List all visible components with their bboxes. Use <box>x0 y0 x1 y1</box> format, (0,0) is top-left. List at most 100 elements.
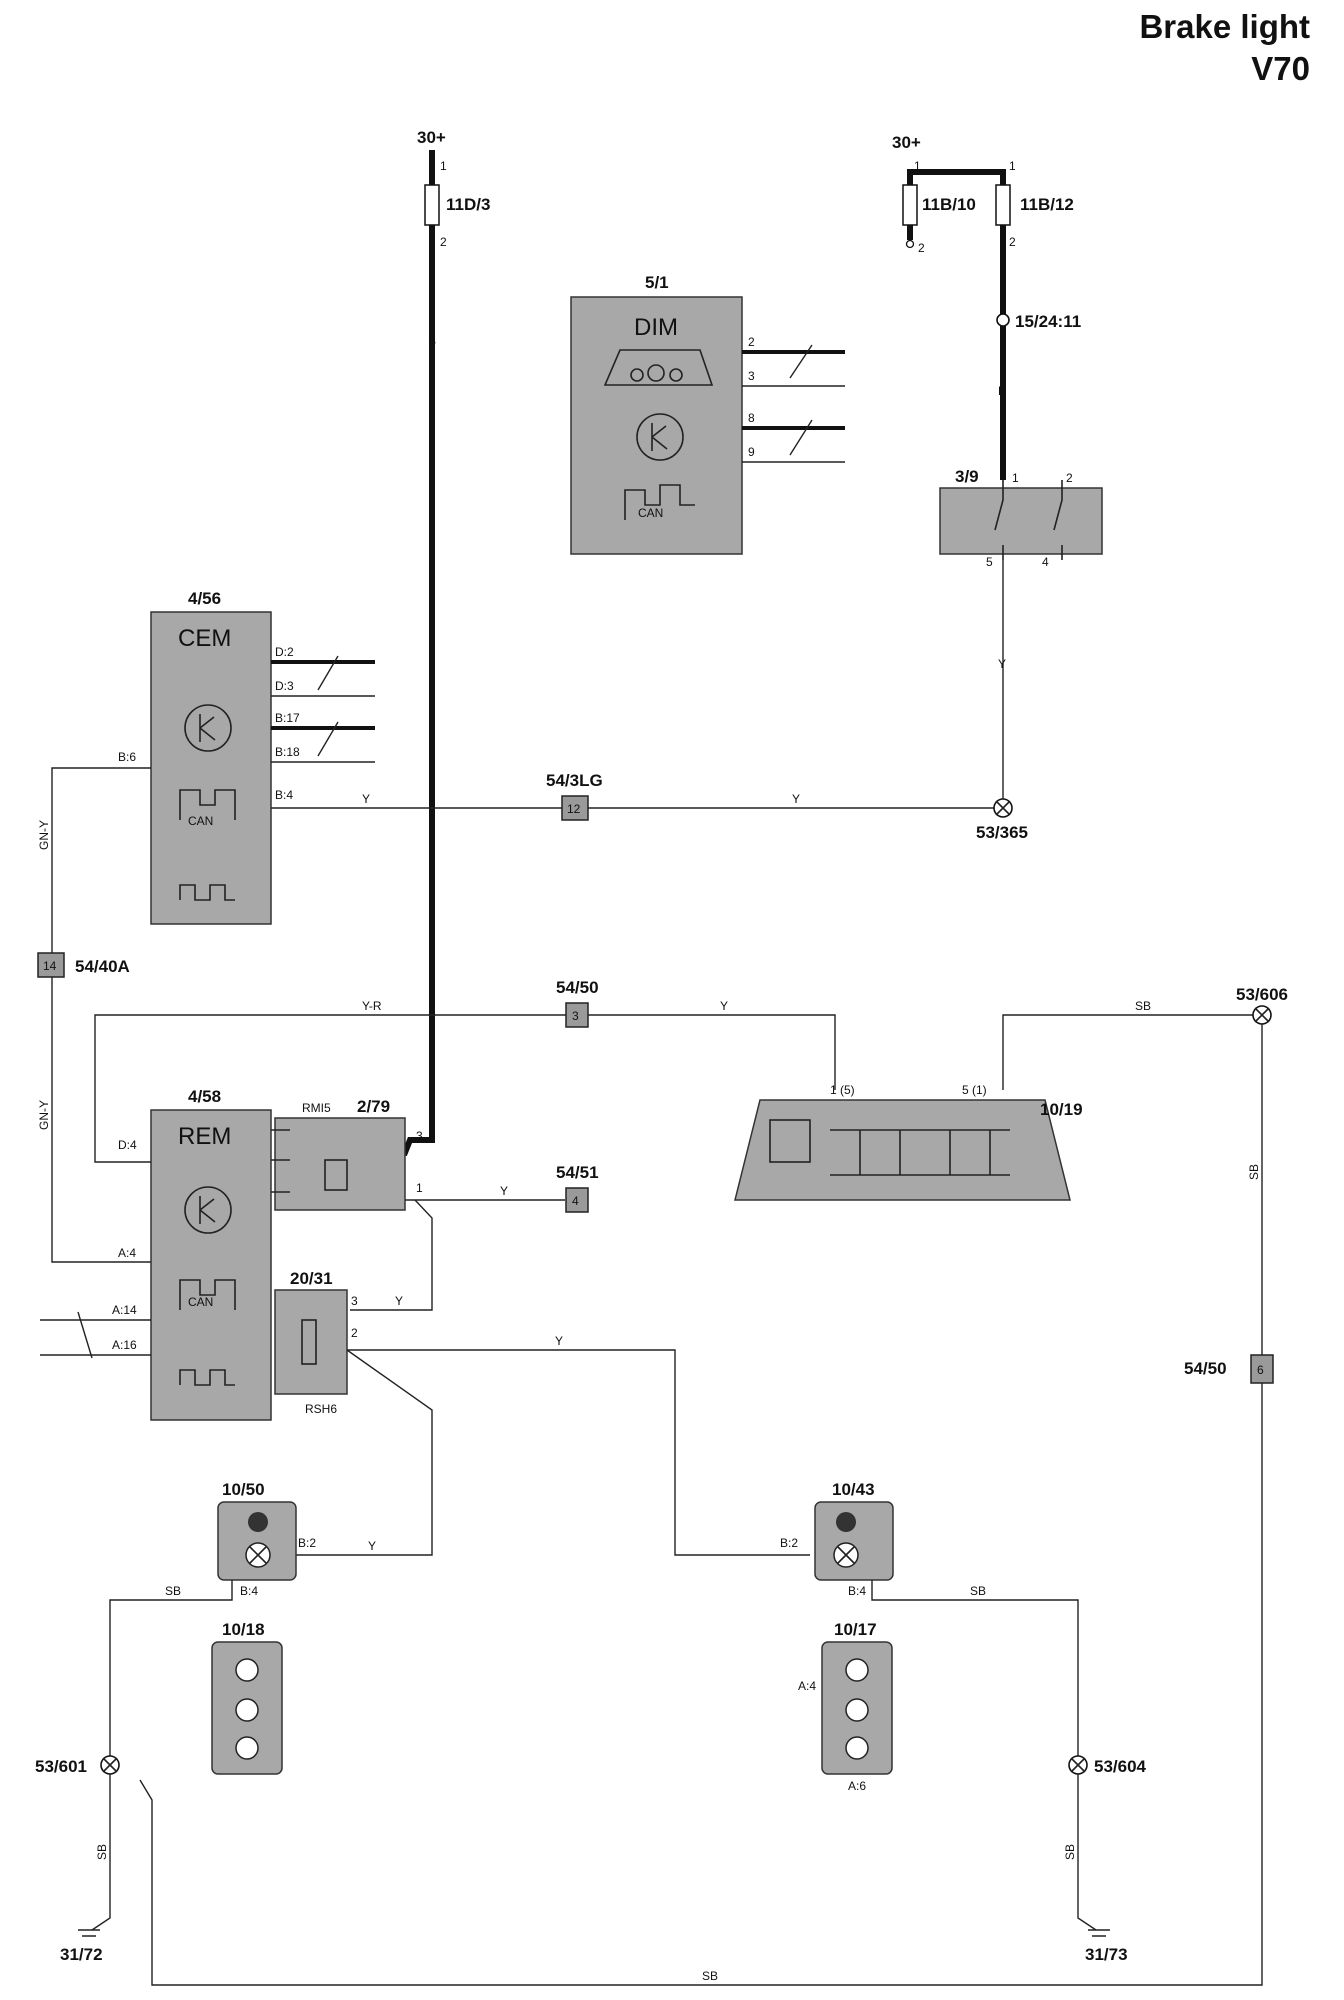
fuse-11B12-pin2: 2 <box>1009 235 1016 249</box>
lamp-10-50-pin-b4: B:4 <box>240 1584 258 1598</box>
dim-pin-8: 8 <box>748 411 755 425</box>
ground-53-601-cross <box>102 1757 118 1773</box>
fuse-11D3-symbol <box>424 184 440 226</box>
rem-id: 4/58 <box>188 1087 221 1106</box>
wire-color-sb-right: SB <box>1247 1164 1261 1180</box>
supply-wire-left <box>401 150 435 1157</box>
ground-53-365-cross <box>995 800 1011 816</box>
ground-53-604-cross <box>1070 1757 1086 1773</box>
connector-54-50-pin3-number: 3 <box>572 1009 579 1023</box>
rem-pin-a16: A:16 <box>112 1338 137 1352</box>
dim-gauge-icon <box>647 364 665 382</box>
supply-left-label: 30+ <box>417 128 446 147</box>
switch-pin-5: 5 <box>986 555 993 569</box>
ground-31-73-label: 31/73 <box>1085 1945 1128 1964</box>
fuse-11B10-pin2: 2 <box>918 241 925 255</box>
resistor-id: 20/31 <box>290 1269 333 1288</box>
high-brake-pin-1: 1 (5) <box>830 1083 855 1097</box>
rem-transistor-icon <box>199 1196 216 1224</box>
switch-pin-1: 1 <box>1012 471 1019 485</box>
diagram-title: Brake light <box>1139 8 1310 45</box>
fuse-11B10-end <box>905 239 915 249</box>
wire-color-sb-bottom: SB <box>702 1969 718 1983</box>
lamp-10-17-bulb-icon <box>845 1658 869 1682</box>
high-brake-module-icon <box>769 1119 811 1163</box>
wire-relay-to-resistor <box>350 1199 433 1311</box>
wire-resistor-to-10-43 <box>347 1349 810 1556</box>
diagram-model: V70 <box>1251 50 1310 87</box>
high-brake-pin-5: 5 (1) <box>962 1083 987 1097</box>
ground-31-72-symbol <box>78 1929 100 1937</box>
wire-color-y-switch: Y <box>998 657 1006 671</box>
relay-input-wires <box>271 1129 290 1193</box>
cem-pin-d3: D:3 <box>275 679 294 693</box>
wire-53-604-to-31-73 <box>1077 1774 1097 1931</box>
switch-pin-4: 4 <box>1042 555 1049 569</box>
connector-54-51-label: 54/51 <box>556 1163 599 1182</box>
lamp-10-50-bulb-cross <box>249 1546 267 1564</box>
dim-display-icon <box>603 349 714 386</box>
wire-color-yr: Y-R <box>362 999 382 1013</box>
wire-color-b-right: B <box>998 384 1006 398</box>
rem-module <box>150 1109 272 1421</box>
lamp-10-50-bulb-icon <box>248 1512 268 1532</box>
relay-pin-3: 3 <box>416 1129 423 1143</box>
brake-switch-3-9 <box>939 487 1103 555</box>
lamp-10-18-bulb-icon <box>235 1658 259 1682</box>
dim-id: 5/1 <box>645 273 669 292</box>
brake-switch-id: 3/9 <box>955 467 979 486</box>
wire-color-y-mid: Y <box>792 792 800 806</box>
ground-31-72-label: 31/72 <box>60 1945 103 1964</box>
rear-lamp-10-50 <box>217 1501 297 1581</box>
connector-54-40a <box>37 952 65 978</box>
resistor-pin-3: 3 <box>351 1294 358 1308</box>
dim-can-icon <box>624 484 695 520</box>
lamp-10-43-bulb-icon <box>836 1512 856 1532</box>
resistor-icon <box>301 1319 317 1365</box>
relay-id: 2/79 <box>357 1097 390 1116</box>
connector-54-3lg-pin: 12 <box>567 802 581 816</box>
rem-pin-a4: A:4 <box>118 1246 136 1260</box>
high-brake-led-array <box>830 1129 1010 1176</box>
high-brake-id: 10/19 <box>1040 1100 1083 1119</box>
wire-color-b-left: B <box>428 334 436 348</box>
high-mounted-brake-light <box>734 1099 1071 1201</box>
wire-color-sb-left: SB <box>165 1584 181 1598</box>
ground-31-73-symbol <box>1088 1929 1110 1937</box>
lamp-10-17-bulb-icon <box>845 1698 869 1722</box>
cem-can-label: CAN <box>188 814 213 828</box>
connector-54-40a-pin: 14 <box>43 959 57 973</box>
relay-coil-icon <box>324 1159 348 1191</box>
rem-name: REM <box>178 1123 231 1150</box>
cem-pin-b18: B:18 <box>275 745 300 759</box>
lamp-10-17-id: 10/17 <box>834 1620 877 1639</box>
wire-color-y-cem: Y <box>362 792 370 806</box>
splice-15-24-11 <box>996 313 1010 327</box>
fuse-11D3-label: 11D/3 <box>446 195 490 214</box>
connector-54-50-pin3 <box>565 1002 589 1028</box>
lamp-10-17-pin-a6: A:6 <box>848 1779 866 1793</box>
resistor-sub-label: RSH6 <box>305 1402 337 1416</box>
wire-color-y-resistor: Y <box>395 1294 403 1308</box>
ground-53-365-label: 53/365 <box>976 823 1028 842</box>
dim-transistor-icon <box>651 423 668 451</box>
connector-54-50-label-top: 54/50 <box>556 978 599 997</box>
lamp-10-43-id: 10/43 <box>832 1480 875 1499</box>
dim-can-label: CAN <box>638 506 663 520</box>
relay-sub-label: RMI5 <box>302 1101 331 1115</box>
dim-gauge-icon <box>669 368 683 382</box>
dim-pin-3: 3 <box>748 369 755 383</box>
wire-color-y-relay: Y <box>500 1184 508 1198</box>
rem-can-wire <box>40 1311 151 1359</box>
relay-2-79 <box>274 1117 406 1211</box>
relay-pin-1: 1 <box>416 1181 423 1195</box>
switch-pin-2: 2 <box>1066 471 1073 485</box>
connector-54-51-pin: 4 <box>572 1194 579 1208</box>
wire-10-19-to-53-606 <box>1002 1014 1262 1090</box>
cem-pin-d2: D:2 <box>275 645 294 659</box>
lamp-10-17-pin-a4: A:4 <box>798 1679 816 1693</box>
fuse-11B10-symbol <box>902 184 918 226</box>
cem-signal-icon <box>179 884 235 901</box>
rem-pin-a14: A:14 <box>112 1303 137 1317</box>
